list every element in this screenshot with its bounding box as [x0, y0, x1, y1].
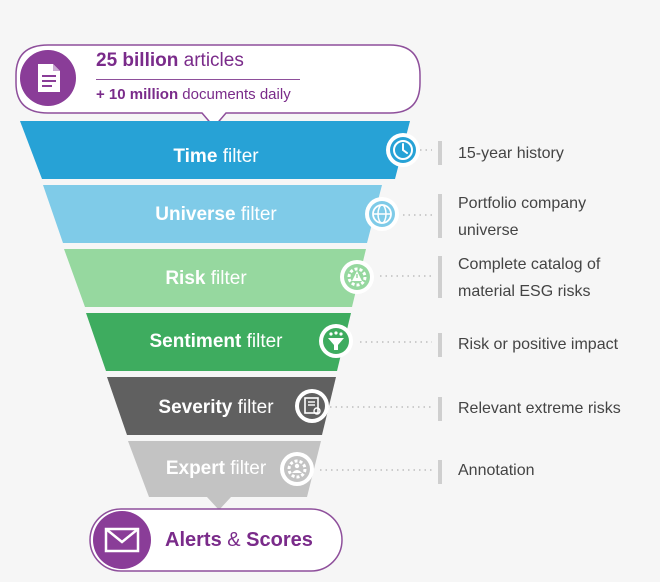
note-time: 15-year history	[458, 145, 564, 162]
note-divider	[438, 194, 442, 238]
filter-name: Expert	[165, 458, 225, 479]
filter-name: Universe	[155, 204, 236, 225]
note-universe-line2: universe	[458, 222, 519, 239]
risk-filter-label: Risk filter	[56, 268, 356, 290]
sentiment-filter-label: Sentiment filter	[66, 331, 366, 353]
filter-word: filter	[246, 331, 283, 352]
expert-filter-label: Expert filter	[66, 458, 366, 480]
note-divider	[438, 333, 442, 357]
filter-name: Sentiment	[149, 331, 242, 352]
daily-documents: + 10 million documents daily	[96, 86, 291, 103]
note-risk-line1: Complete catalog of	[458, 256, 601, 273]
note-divider	[438, 141, 442, 165]
band-risk	[64, 249, 366, 307]
articles-label: articles	[183, 50, 244, 71]
filter-word: filter	[237, 397, 274, 418]
note-expert: Annotation	[458, 462, 535, 479]
daily-count: + 10 million	[96, 86, 179, 103]
clock-icon	[386, 133, 420, 167]
note-divider	[438, 256, 442, 298]
note-sentiment: Risk or positive impact	[458, 336, 619, 353]
filter-word: filter	[240, 204, 277, 225]
filter-name: Time	[173, 146, 218, 167]
globe-icon	[365, 197, 399, 231]
top-bubble	[15, 44, 421, 129]
filter-name: Severity	[158, 397, 233, 418]
header-divider	[96, 79, 300, 80]
articles-count: 25 billion	[96, 50, 179, 71]
band-universe	[43, 185, 382, 243]
filter-name: Risk	[165, 268, 206, 289]
filter-word: filter	[210, 268, 247, 289]
gear-warning-icon	[340, 260, 374, 294]
band-time	[20, 121, 410, 179]
filter-word: filter	[230, 458, 267, 479]
connectors	[320, 149, 432, 471]
note-divider	[438, 460, 442, 484]
funnel-icon	[319, 324, 353, 358]
total-articles: 25 billion articles	[96, 50, 244, 72]
universe-filter-label: Universe filter	[66, 204, 366, 226]
envelope-icon	[93, 511, 151, 569]
band-sentiment	[86, 313, 351, 371]
note-severity: Relevant extreme risks	[458, 400, 621, 417]
filter-word: filter	[222, 146, 259, 167]
band-severity	[107, 377, 336, 435]
note-divider	[438, 397, 442, 421]
band-expert	[128, 441, 321, 510]
alerts-label: Alerts	[165, 529, 222, 551]
time-filter-label: Time filter	[66, 146, 366, 168]
expert-gear-icon	[280, 452, 314, 486]
output-label: Alerts & Scores	[165, 529, 313, 552]
note-risk-line2: material ESG risks	[458, 283, 591, 300]
severity-filter-label: Severity filter	[66, 397, 366, 419]
report-icon	[295, 389, 329, 423]
bottom-bubble	[89, 508, 343, 572]
document-icon	[20, 50, 76, 106]
scores-label: Scores	[246, 529, 313, 551]
daily-label: documents daily	[182, 86, 291, 103]
amp-label: &	[227, 529, 241, 551]
note-universe-line1: Portfolio company	[458, 195, 587, 212]
